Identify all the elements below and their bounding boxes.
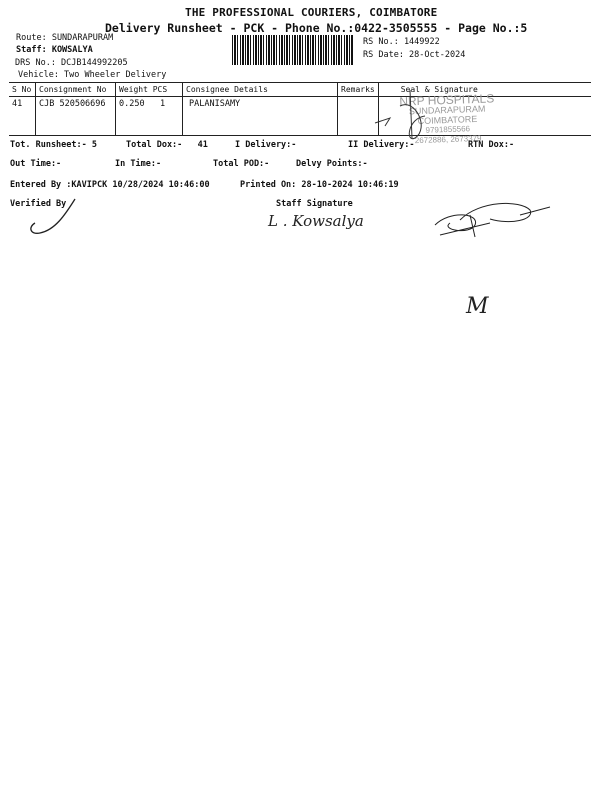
handwritten-initial: M	[466, 294, 489, 319]
company-title: THE PROFESSIONAL COURIERS, COIMBATORE	[185, 6, 438, 19]
col-consignment-no: Consignment No	[35, 82, 116, 97]
col-weight-pcs: Weight PCS	[115, 82, 183, 97]
table-header-row: S No Consignment No Weight PCS Consignee…	[9, 82, 591, 97]
staff-signature-scribble	[434, 202, 551, 238]
runsheet-subtitle: Delivery Runsheet - PCK - Phone No.:0422…	[105, 21, 528, 35]
total-pod: Total POD:-	[213, 159, 270, 169]
printed-on: Printed On: 28-10-2024 10:46:19	[240, 180, 399, 190]
cell-s-no: 41	[12, 99, 23, 109]
runsheet-table: S No Consignment No Weight PCS Consignee…	[9, 82, 591, 136]
col-seal-signature: Seal & Signature	[377, 82, 591, 97]
verifier-signature	[30, 198, 76, 234]
col-s-no: S No	[9, 82, 36, 97]
route: Route: SUNDARAPURAM	[16, 33, 114, 43]
rtn-dox: RTN Dox:-	[468, 140, 515, 150]
out-time: Out Time:-	[10, 159, 62, 169]
col-consignee: Consignee Details	[182, 82, 338, 97]
i-delivery: I Delivery:-	[235, 140, 297, 150]
cell-seal	[377, 96, 591, 136]
cell-remarks	[337, 96, 379, 136]
total-dox: Total Dox:- 41	[126, 140, 208, 150]
cell-consignment-no: CJB 520506696	[35, 96, 116, 136]
staff: Staff: KOWSALYA	[16, 45, 93, 55]
verified-by-label: Verified By	[10, 199, 67, 209]
entered-by: Entered By :KAVIPCK 10/28/2024 10:46:00	[10, 180, 210, 190]
vehicle: Vehicle: Two Wheeler Delivery	[18, 70, 167, 80]
col-remarks: Remarks	[337, 82, 379, 97]
cell-weight-pcs: 0.250 1	[115, 96, 183, 136]
in-time: In Time:-	[115, 159, 162, 169]
staff-handwritten-name: L . Kowsalya	[268, 212, 364, 230]
seal-signature-scribble	[374, 89, 426, 140]
table-row: 41 CJB 520506696 0.250 1 PALANISAMY	[9, 96, 591, 136]
drs-number: DRS No.: DCJB144992205	[15, 58, 128, 68]
staff-signature-label: Staff Signature	[276, 199, 353, 209]
cell-weight: 0.250	[119, 99, 145, 109]
consignee-name: PALANISAMY	[189, 99, 241, 109]
rs-date: RS Date: 28-Oct-2024	[363, 50, 466, 60]
cell-pcs: 1	[159, 99, 166, 109]
cell-consignee: PALANISAMY	[182, 96, 338, 136]
delvy-points: Delvy Points:-	[296, 159, 368, 169]
barcode	[232, 35, 354, 65]
tot-runsheet: Tot. Runsheet:- 5	[10, 140, 97, 150]
ii-delivery: II Delivery:-	[348, 140, 415, 150]
rs-number: RS No.: 1449922	[363, 37, 440, 47]
